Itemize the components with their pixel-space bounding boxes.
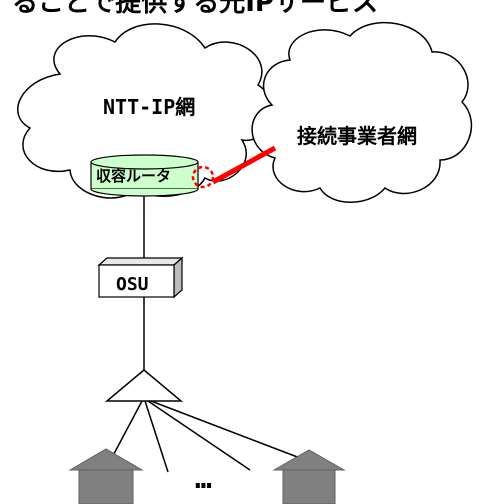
- isp-connection-link: [211, 145, 277, 185]
- page-title: ることで提供する光IPサービス: [12, 0, 378, 18]
- router-cylinder: [90, 154, 199, 197]
- splitter-triangle: [104, 369, 184, 402]
- osu-label: OSU: [116, 274, 149, 295]
- connection-point-marker: [191, 165, 215, 189]
- isp-network-label: 接続事業者網: [297, 124, 417, 148]
- osu-box: [97, 256, 184, 299]
- house-left-icon: [68, 448, 144, 504]
- router-label: 収容ルータ: [96, 167, 172, 185]
- ellipsis-label: …: [195, 462, 213, 495]
- ntt-ip-network-label: NTT-IP網: [103, 95, 196, 119]
- isp-network-cloud: [251, 21, 473, 203]
- house-right-icon: [272, 449, 346, 504]
